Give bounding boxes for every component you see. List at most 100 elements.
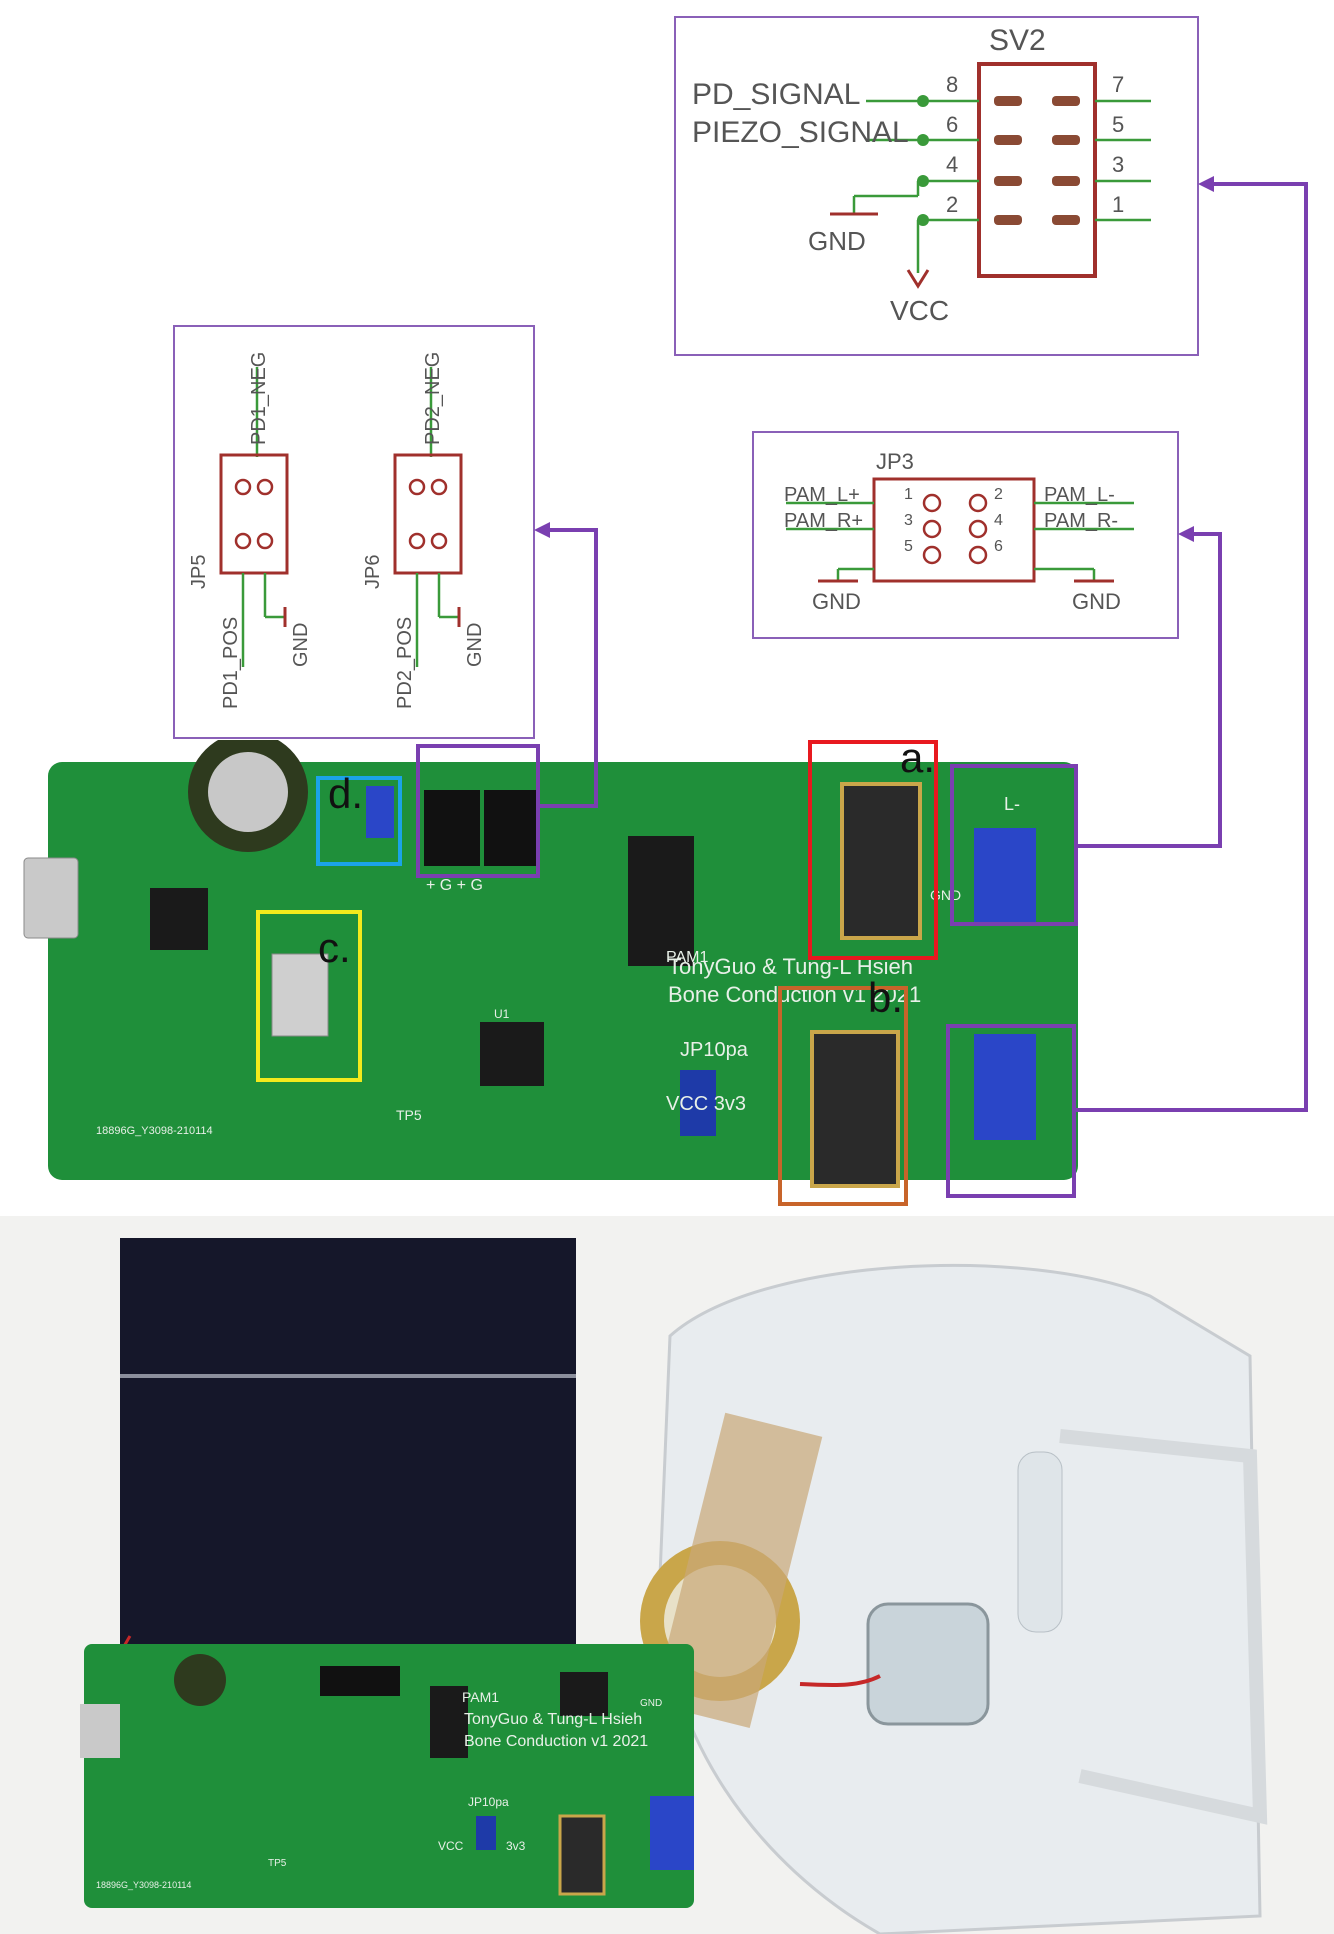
sv2-header <box>974 1034 1036 1140</box>
photo-pam1-silk: PAM1 <box>462 1689 499 1705</box>
bone-conduction-transducer <box>866 1602 990 1726</box>
pd1-neg-label: PD1_NEG <box>248 352 270 445</box>
jp3-schematic-panel: JP3 PAM_L+ PAM_R+ PAM_L- PAM_R- 1 3 5 2 … <box>752 431 1179 639</box>
pam-l-plus-label: PAM_L+ <box>784 484 860 506</box>
u1-chip <box>480 1022 544 1086</box>
arrowhead-jp3-icon <box>1178 526 1194 542</box>
highlight-c-box <box>256 910 362 1082</box>
sv2-pin-4: 4 <box>946 152 958 177</box>
pcb-jp10pa-silk: JP10pa <box>680 1039 749 1061</box>
pcb-pg-silk: + G + G <box>426 877 483 894</box>
arrow-sv2 <box>1076 182 1308 1112</box>
sv2-schematic-drawing: SV2 PD_SIGNAL PIEZO_SIGNAL 8 6 4 2 7 5 3 <box>692 24 1151 326</box>
pcb-vcc-silk: VCC 3v3 <box>666 1093 746 1115</box>
pd2-pos-label: PD2_POS <box>394 617 416 709</box>
callout-a: a. <box>900 740 936 781</box>
sv2-vcc-label: VCC <box>890 295 949 326</box>
highlight-d-box <box>316 776 402 866</box>
pcb-closeup-photo: PAM1 U1 TonyGuo & Tung-L Hsieh Bone Cond… <box>0 740 1334 1210</box>
sv2-header-box <box>946 1024 1076 1198</box>
photo-serial-silk: 18896G_Y3098-210114 <box>96 1880 191 1890</box>
sv2-pin-6: 6 <box>946 112 958 137</box>
arrowhead-jp5-jp6-icon <box>534 522 550 538</box>
jp3-gnd-left: GND <box>812 589 861 614</box>
jp10pa-jumper <box>680 1070 716 1136</box>
jp3-pin-4: 4 <box>994 512 1003 529</box>
pcb-tp5-silk: TP5 <box>396 1107 422 1123</box>
sv2-pin-8: 8 <box>946 72 958 97</box>
pcb-small <box>84 1644 694 1908</box>
pcb-serial-silk: 18896G_Y3098-210114 <box>96 1125 213 1137</box>
audio-jack-a <box>840 782 922 940</box>
sv2-pin-1: 1 <box>1112 192 1124 217</box>
photo-tp5-silk: TP5 <box>268 1858 287 1869</box>
jp3-pin-6: 6 <box>994 538 1003 555</box>
highlight-a-box <box>808 740 938 960</box>
arrowhead-sv2-icon <box>1198 176 1214 192</box>
arrow-jp3 <box>1078 532 1222 848</box>
sv2-gnd-label: GND <box>808 226 866 256</box>
pcb-pam1-label: PAM1 <box>666 949 708 966</box>
jp-d-jumper <box>366 786 394 838</box>
connector-arrows <box>534 176 1308 1112</box>
pd1-pos-label: PD1_POS <box>220 617 242 709</box>
solar-panel <box>120 1238 576 1688</box>
jp3-pin-1: 1 <box>904 486 913 503</box>
pam-l-minus-label: PAM_L- <box>1044 484 1115 506</box>
jp6-label: JP6 <box>362 555 384 589</box>
pam-r-plus-label: PAM_R+ <box>784 510 863 532</box>
jp6-symbol <box>393 367 463 667</box>
sv2-pin-7: 7 <box>1112 72 1124 97</box>
shield-frame <box>1059 1429 1268 1825</box>
sv2-pin-2: 2 <box>946 192 958 217</box>
jp3-header-box <box>950 764 1078 926</box>
jp5-label: JP5 <box>188 555 210 589</box>
jp3-pin-5: 5 <box>904 538 913 555</box>
device-assembly-drawing: PAM1 TonyGuo & Tung-L Hsieh Bone Conduct… <box>80 1238 1268 1934</box>
tape-strip <box>652 1412 823 1728</box>
pcb-board-drawing: PAM1 U1 TonyGuo & Tung-L Hsieh Bone Cond… <box>23 740 1078 1188</box>
photo-title-silk: Bone Conduction v1 2021 <box>464 1733 648 1750</box>
jp3-gnd-right: GND <box>1072 589 1121 614</box>
sv2-title: SV2 <box>989 24 1046 57</box>
jp3-pin-2: 2 <box>994 486 1003 503</box>
photo-authors-silk: TonyGuo & Tung-L Hsieh <box>464 1711 642 1728</box>
vcc-arrow-icon <box>906 269 930 289</box>
sv2-header-body <box>977 62 1097 278</box>
pd2-neg-label: PD2_NEG <box>422 352 444 445</box>
jp5-header <box>424 790 480 866</box>
callout-b: b. <box>868 974 904 1021</box>
callout-d: d. <box>328 770 364 817</box>
pd-signal-label: PD_SIGNAL <box>692 78 860 111</box>
jp3-drawing: JP3 PAM_L+ PAM_R+ PAM_L- PAM_R- 1 3 5 2 … <box>784 449 1134 614</box>
device-assembly-photo: PAM1 TonyGuo & Tung-L Hsieh Bone Conduct… <box>0 1216 1334 1934</box>
pcb-small-usb <box>80 1704 120 1758</box>
pcb-lminus-silk: L- <box>1004 794 1020 814</box>
slide-switch <box>271 953 329 1037</box>
regulator-chip <box>150 888 208 950</box>
shield-clip <box>1017 1451 1063 1633</box>
jp5-jp6-schematic-panel: PD1_NEG JP5 PD1_POS GND PD2_NEG JP6 PD2_… <box>173 325 535 739</box>
photo-gnd-silk: GND <box>640 1698 662 1709</box>
photo-jp10pa-silk: JP10pa <box>468 1795 509 1809</box>
sv2-pin-5: 5 <box>1112 112 1124 137</box>
photo-3v3-silk: 3v3 <box>506 1839 526 1853</box>
jp6-header <box>484 790 540 866</box>
pam-r-minus-label: PAM_R- <box>1044 510 1118 532</box>
jp5-symbol <box>219 367 289 667</box>
jp3-header <box>974 828 1036 924</box>
piezo-signal-label: PIEZO_SIGNAL <box>692 116 909 149</box>
callout-c: c. <box>318 924 351 971</box>
jp3-title: JP3 <box>876 449 914 474</box>
sv2-schematic-panel: SV2 PD_SIGNAL PIEZO_SIGNAL 8 6 4 2 7 5 3 <box>674 16 1199 356</box>
usb-port <box>23 857 79 939</box>
arrow-jp5-jp6 <box>540 528 598 808</box>
highlight-b-box <box>778 986 908 1206</box>
jp5-jp6-drawing: PD1_NEG JP5 PD1_POS GND PD2_NEG JP6 PD2_… <box>188 352 486 709</box>
pcb-u1-label: U1 <box>494 1007 510 1021</box>
jp3-pin-3: 3 <box>904 512 913 529</box>
jp5-gnd-label: GND <box>290 623 312 667</box>
sv2-pin-3: 3 <box>1112 152 1124 177</box>
jp5-jp6-header-box <box>416 744 540 878</box>
photo-vcc-silk: VCC <box>438 1839 464 1853</box>
